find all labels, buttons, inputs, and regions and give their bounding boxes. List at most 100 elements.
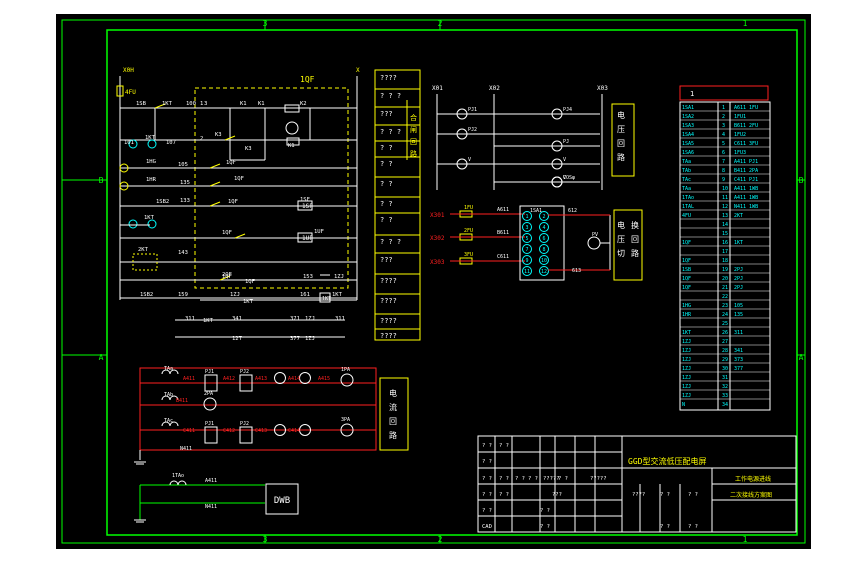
switch-contact: 4 <box>542 225 545 231</box>
terminal-number: 31 <box>722 375 728 381</box>
current-box-label: 回 <box>389 417 397 426</box>
legend-row: ? ? <box>380 200 393 208</box>
terminal-cell: 1HG <box>682 303 691 309</box>
terminal-cell: 311 <box>734 330 743 336</box>
meter-label: PJ2 <box>468 127 477 133</box>
title-block-cell: CAD <box>482 524 492 530</box>
terminal-number: 25 <box>722 321 728 327</box>
legend-side-label: 闸 <box>410 126 417 134</box>
control-label: 1UF <box>314 229 324 235</box>
control-label: 12T <box>232 336 243 342</box>
bus-name: X03 <box>597 85 608 92</box>
title-block-cell: ? ? <box>540 524 550 530</box>
control-label: 1SB2 <box>140 292 153 298</box>
bus-label-right: X <box>356 67 360 74</box>
terminal-cell: 1TAo <box>682 195 694 201</box>
control-label: 1ZJ <box>230 292 240 298</box>
control-label: 1ZJ <box>334 274 344 280</box>
ammeter-label: 2PA <box>204 391 213 397</box>
control-label: 105 <box>178 162 188 168</box>
switch-box-label: 切 <box>617 249 625 258</box>
current-wire: B411 <box>176 398 188 404</box>
current-wire: A415 <box>318 376 330 382</box>
title-block-cell: ????? <box>590 476 607 482</box>
legend-side-label: 回 <box>410 138 417 146</box>
switch-box-label: 压 <box>617 235 625 244</box>
terminal-cell: 1FU1 <box>734 114 746 120</box>
switch-meter: PV <box>592 232 598 238</box>
legend-row: ? ? ? <box>380 238 401 246</box>
terminal-number: 9 <box>722 177 725 183</box>
current-wire: N411 <box>180 446 192 452</box>
control-label: 161 <box>300 292 310 298</box>
title-block-cell: ? ? <box>660 524 670 530</box>
title-block-title: GGD型交流低压配电屏 <box>628 456 706 466</box>
dwb-wire: A411 <box>205 478 217 484</box>
ammeter-label: 3PA <box>341 417 350 423</box>
terminal-cell: 1ZJ <box>682 393 691 399</box>
control-label: 341 <box>232 316 242 322</box>
title-block-cell: ? ? <box>688 492 698 498</box>
terminal-cell: 1SA5 <box>682 141 694 147</box>
title-block-cell: ??? <box>552 492 562 498</box>
terminal-cell: 1KT <box>682 330 691 336</box>
voltage-box-label: 压 <box>617 125 625 134</box>
title-block-cell: ? ? <box>482 492 492 498</box>
switch-fuse: 3FU <box>464 252 473 258</box>
control-label: K1 <box>288 143 295 149</box>
terminal-cell: A411 1WB <box>734 195 758 201</box>
terminal-number: 23 <box>722 303 728 309</box>
control-label: 1KT <box>162 101 173 107</box>
drawing-frame <box>61 19 806 544</box>
terminal-number: 16 <box>722 240 728 246</box>
terminal-cell: 1SA4 <box>682 132 694 138</box>
terminal-number: 4 <box>722 132 725 138</box>
terminal-cell: 2PJ <box>734 276 743 282</box>
terminal-cell: 2KT <box>734 213 743 219</box>
terminal-cell: 1SA6 <box>682 150 694 156</box>
terminal-cell: 1ZJ <box>682 375 691 381</box>
current-wire: A414 <box>288 376 300 382</box>
terminal-number: 7 <box>722 159 725 165</box>
terminal-cell: 1QF <box>682 285 691 291</box>
control-label: 1QF <box>228 199 238 205</box>
control-label: 1QF <box>222 274 232 280</box>
voltage-box-label: 回 <box>617 139 625 148</box>
wiring <box>62 20 805 543</box>
terminal-cell: 1ZJ <box>682 384 691 390</box>
meter-label: PJ4 <box>563 107 572 113</box>
terminal-cell: 1ZJ <box>682 357 691 363</box>
control-label: 2QF <box>222 272 232 278</box>
title-block-cell: ? ? <box>482 508 492 514</box>
ta-label: TAc <box>164 418 173 424</box>
coil-label: 1SF <box>302 203 313 210</box>
terminal-cell: 1SA1 <box>682 105 694 111</box>
title-block-cell: ? ? <box>515 476 525 482</box>
terminal-number: 32 <box>722 384 728 390</box>
terminal-cell: 1KT <box>734 240 743 246</box>
terminal-cell: B411 2PA <box>734 168 758 174</box>
current-wire: A412 <box>223 376 235 382</box>
terminal-cell: C611 3FU <box>734 141 758 147</box>
control-label: 377 <box>290 336 300 342</box>
terminal-number: 10 <box>722 186 728 192</box>
current-wire: A413 <box>255 376 267 382</box>
meter-label: PJ <box>563 139 569 145</box>
terminal-cell: 1QF <box>682 276 691 282</box>
switch-input: X301 <box>430 212 445 219</box>
terminal-cell: 2PJ <box>734 285 743 291</box>
voltage-box-label: 路 <box>617 152 625 162</box>
terminal-number: 34 <box>722 402 728 408</box>
voltage-box-label: 电 <box>617 110 625 120</box>
title-block-cell: ? ? <box>558 476 568 482</box>
current-box-label: 流 <box>389 402 397 412</box>
terminal-cell: A611 1FU <box>734 105 758 111</box>
control-label: 371 <box>290 316 300 322</box>
switch-label: 612 <box>568 208 577 214</box>
terminal-number: 11 <box>722 195 728 201</box>
terminal-number: 21 <box>722 285 728 291</box>
switch-contact: 7 <box>525 247 528 253</box>
terminal-number: 26 <box>722 330 728 336</box>
coil-label: 1UF <box>302 235 313 242</box>
legend-row: ???? <box>380 277 397 285</box>
